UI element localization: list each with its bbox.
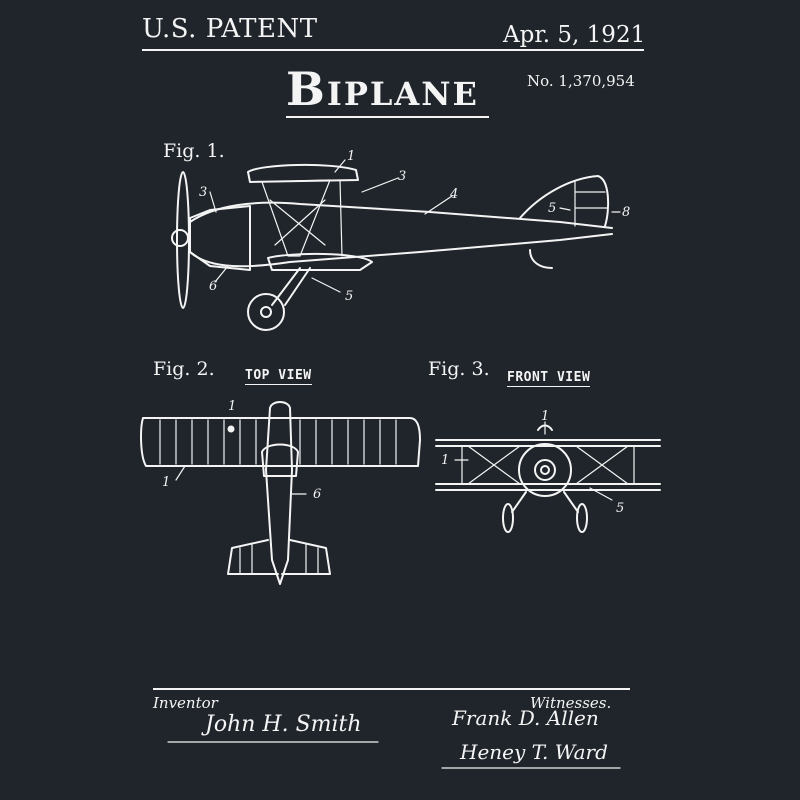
fig3-callout: 1 xyxy=(441,453,449,468)
witness-1-signature: Frank D. Allen xyxy=(452,706,599,730)
fig2-top-view-drawing: 1 1 6 xyxy=(140,399,421,585)
fig2-callout: 1 xyxy=(162,475,170,490)
fig1-callout: 1 xyxy=(347,149,355,164)
fig3-front-view-drawing: 1 1 5 xyxy=(435,409,661,533)
fig2-callout: 1 xyxy=(228,399,236,414)
inventor-signature: John H. Smith xyxy=(205,712,362,737)
fig1-side-view-drawing: 1 3 4 5 8 3 6 5 xyxy=(171,149,630,331)
fig1-callout: 3 xyxy=(199,185,207,200)
fig1-label: Fig. 1. xyxy=(163,140,225,162)
fig1-callout: 5 xyxy=(345,289,353,304)
witnesses-label: Witnesses. xyxy=(530,694,612,712)
fig3-callout: 1 xyxy=(541,409,549,424)
inventor-label: Inventor xyxy=(153,694,218,712)
fig1-callout: 4 xyxy=(449,187,458,202)
fig1-callout: 5 xyxy=(548,201,556,216)
patent-title: Biplane xyxy=(286,62,479,116)
patent-date: Apr. 5, 1921 xyxy=(503,22,646,48)
witness-2-signature: Heney T. Ward xyxy=(460,740,608,764)
title-underline xyxy=(286,116,489,118)
fig2-view-label: TOP VIEW xyxy=(245,368,312,385)
fig3-label: Fig. 3. xyxy=(428,358,490,380)
fig3-callout: 5 xyxy=(616,501,624,516)
header-rule xyxy=(142,49,644,51)
fig2-callout: 6 xyxy=(313,487,321,502)
fig3-view-label: FRONT VIEW xyxy=(507,370,591,387)
fig1-callout: 6 xyxy=(209,279,217,294)
fig1-callout: 8 xyxy=(622,205,630,220)
fig2-label: Fig. 2. xyxy=(153,358,215,380)
footer-rule xyxy=(153,688,630,690)
patent-number: No. 1,370,954 xyxy=(527,72,635,90)
patent-header: U.S. PATENT xyxy=(142,14,318,44)
fig1-callout: 3 xyxy=(398,169,406,184)
